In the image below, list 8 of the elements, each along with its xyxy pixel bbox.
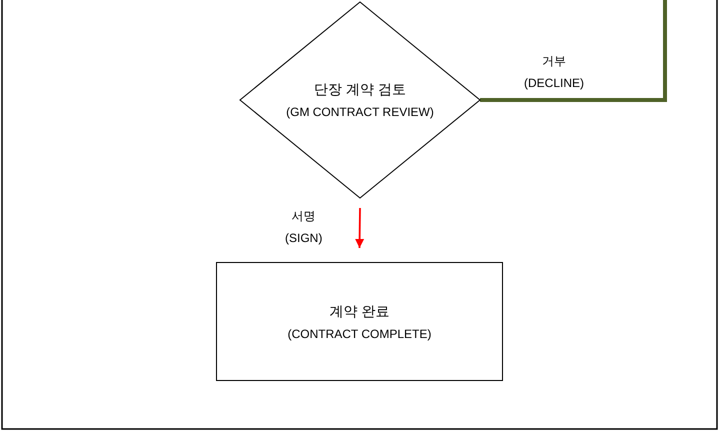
node-title: 단장 계약 검토 — [314, 81, 406, 99]
process-box — [216, 262, 503, 381]
node-title: 계약 완료 — [330, 302, 390, 320]
node-subtitle: (GM CONTRACT REVIEW) — [286, 105, 434, 119]
arrow — [355, 208, 364, 248]
node-subtitle: (CONTRACT COMPLETE) — [288, 326, 432, 340]
decision-diamond — [240, 2, 480, 198]
connector-line — [480, 0, 667, 102]
